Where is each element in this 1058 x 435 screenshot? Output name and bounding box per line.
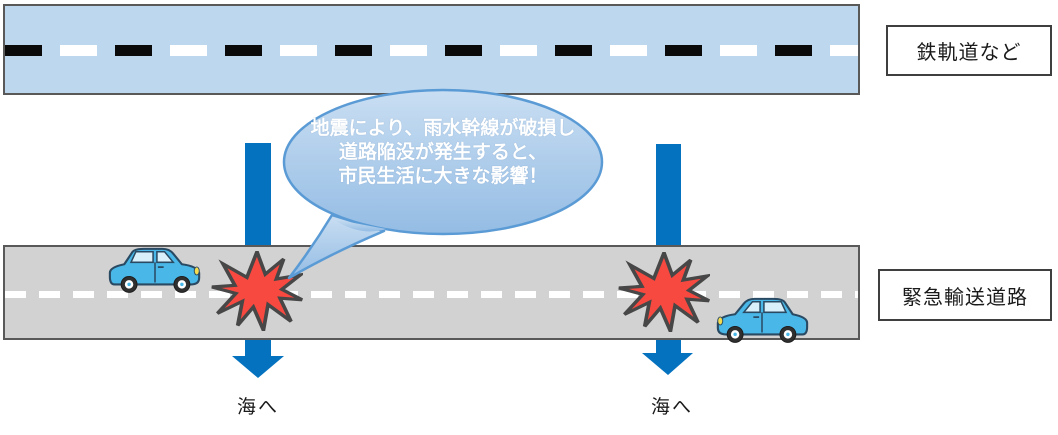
speech-bubble xyxy=(282,88,604,280)
car-icon-left xyxy=(108,247,201,293)
railway-band xyxy=(3,4,860,95)
explosion-icon-left xyxy=(211,251,303,331)
sea-box-left: 海へ xyxy=(138,384,378,426)
railway-label: 鉄軌道など xyxy=(886,25,1052,76)
explosion-icon-right xyxy=(618,252,710,332)
speech-bubble-line3: 市民生活に大きな影響！ xyxy=(338,166,548,187)
car-icon-right xyxy=(716,297,809,343)
sea-box-right: 海へ xyxy=(552,384,792,426)
speech-bubble-line1: 地震により、雨水幹線が破損し xyxy=(310,118,576,139)
road-center-dashed-line xyxy=(5,291,858,298)
railway-track-dashed-line xyxy=(5,45,858,56)
road-label: 緊急輸送道路 xyxy=(878,269,1052,321)
speech-bubble-line2: 道路陥没が発生すると、 xyxy=(338,142,548,163)
speech-bubble-text: 地震により、雨水幹線が破損し 道路陥没が発生すると、 市民生活に大きな影響！ xyxy=(298,117,588,189)
